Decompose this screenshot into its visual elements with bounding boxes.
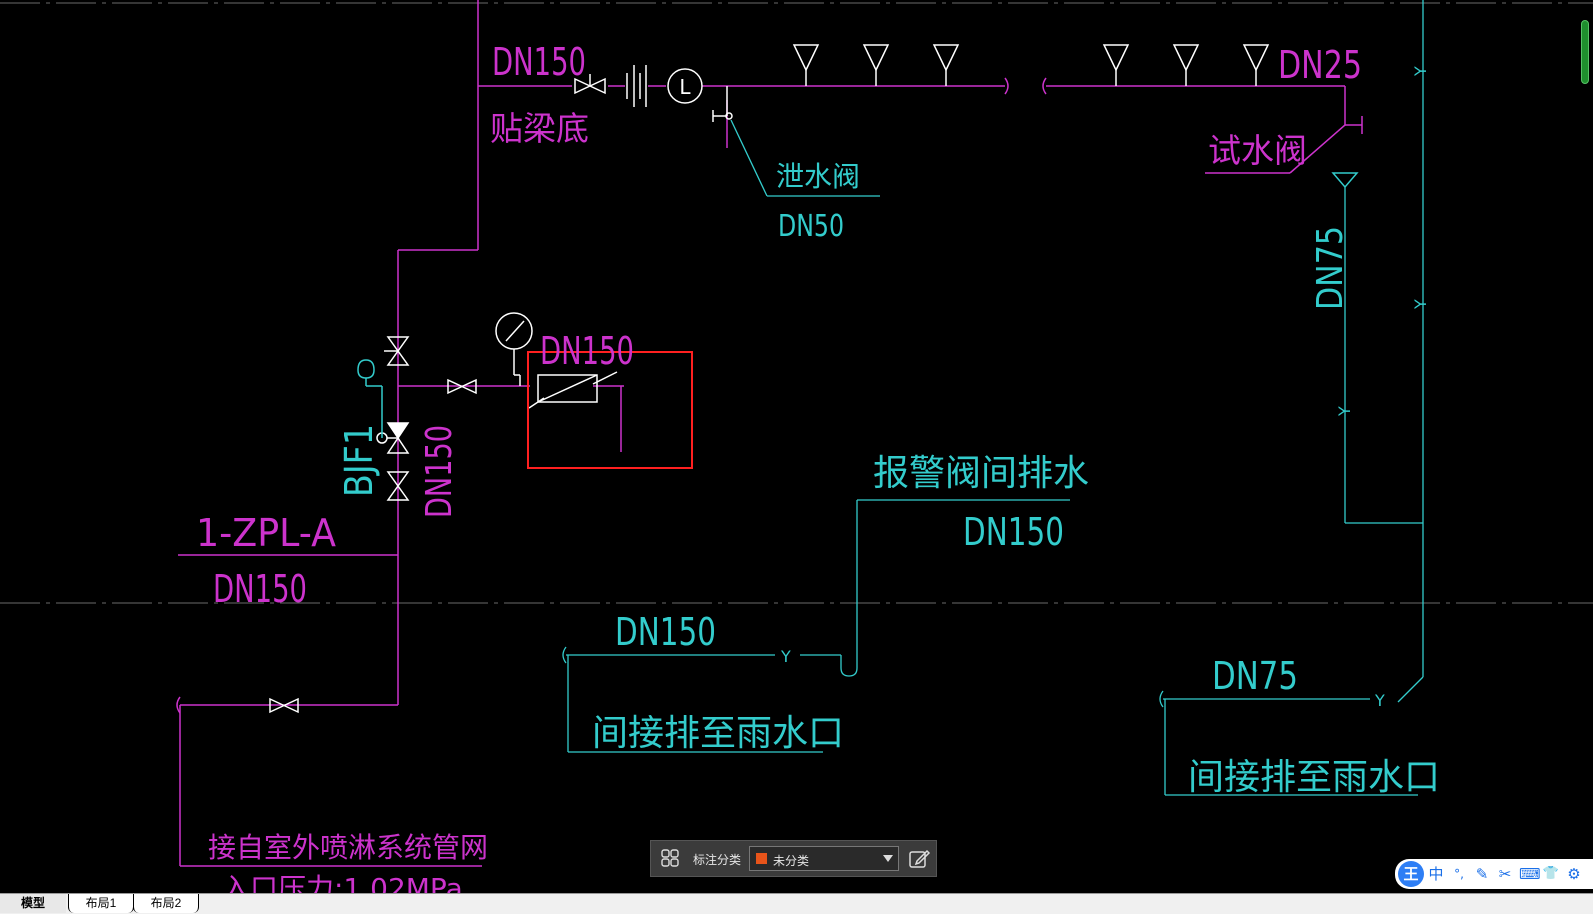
skin-icon[interactable]: 👕 xyxy=(1542,866,1560,881)
flow-meter-label: L xyxy=(679,75,691,99)
label-dn75-vertical: DN75 xyxy=(1310,226,1351,310)
flow-indicator-icon: L xyxy=(667,68,703,104)
category-selected-value: 未分类 xyxy=(773,854,810,868)
edit-icon[interactable] xyxy=(907,847,931,871)
svg-text:Y: Y xyxy=(1374,691,1385,710)
label-dn150-top: DN150 xyxy=(492,40,586,84)
label-indirect-drain-1: 间接排至雨水口 xyxy=(592,713,844,754)
cyan-labels: 泄水阀 DN50 DN75 BJF1 报警阀间排水 DN150 DN150 间接… xyxy=(337,160,1440,798)
grid-icon[interactable] xyxy=(661,849,679,867)
label-beam-bottom: 贴梁底 xyxy=(490,109,589,148)
ime-logo-icon[interactable]: 王 xyxy=(1398,861,1424,887)
chinese-mode-icon[interactable]: 中 xyxy=(1428,865,1444,883)
label-dn50: DN50 xyxy=(778,209,844,244)
label-dn25: DN25 xyxy=(1278,43,1362,87)
vertical-scrollbar-thumb[interactable] xyxy=(1581,20,1589,84)
label-dn150-alarm: DN150 xyxy=(963,510,1064,554)
sprinkler-head-icons xyxy=(792,44,1270,86)
category-color-swatch xyxy=(756,853,767,864)
svg-text:Y: Y xyxy=(1411,66,1430,77)
label-inlet-pressure: 入口压力:1.02MPa xyxy=(222,872,463,893)
label-drain-valve: 泄水阀 xyxy=(776,160,860,193)
valve-symbols-magenta xyxy=(269,65,647,714)
pressure-gauge-icon xyxy=(495,312,533,386)
label-1-zpl-a: 1-ZPL-A xyxy=(196,511,336,555)
strainer-icon xyxy=(528,371,618,409)
label-dn150-left: DN150 xyxy=(213,567,307,611)
alarm-valve-stack-icon xyxy=(376,336,410,501)
label-bjf1: BJF1 xyxy=(337,424,381,497)
tab-layout1[interactable]: 布局1 xyxy=(68,894,134,913)
grid-lines xyxy=(0,2,1593,604)
label-outdoor-source: 接自室外喷淋系统管网 xyxy=(208,831,488,864)
ime-toolbar: 王 中 °, ✎ ✂ ⌨ 👕 ⚙ xyxy=(1395,859,1593,889)
punctuation-icon[interactable]: °, xyxy=(1454,867,1464,881)
label-test-valve: 试水阀 xyxy=(1208,131,1307,170)
label-dn150-box: DN150 xyxy=(540,329,634,373)
chevron-down-icon xyxy=(883,855,893,862)
drain-valve-icon xyxy=(712,86,733,122)
tab-layout2[interactable]: 布局2 xyxy=(133,894,199,913)
svg-text:Y: Y xyxy=(780,647,791,666)
cad-drawing-canvas[interactable]: L xyxy=(0,0,1593,893)
tab-model[interactable]: 模型 xyxy=(0,894,66,913)
keyboard-icon[interactable]: ⌨ xyxy=(1519,865,1541,883)
drain-pipes xyxy=(562,0,1424,796)
label-dn150-vertical: DN150 xyxy=(419,425,460,518)
category-label: 标注分类 xyxy=(693,853,742,867)
label-alarm-drain: 报警阀间排水 xyxy=(873,453,1089,494)
test-valve-funnel-icon xyxy=(1331,172,1359,189)
svg-text:Y: Y xyxy=(1411,299,1430,310)
label-dn150-mid: DN150 xyxy=(615,610,716,654)
annotation-category-toolbar: 标注分类 未分类 xyxy=(650,840,937,877)
pressure-switch-icon xyxy=(357,359,383,438)
sprinkler-pipes xyxy=(176,0,1363,867)
category-select[interactable]: 未分类 xyxy=(749,846,899,871)
selection-highlight-box xyxy=(527,351,693,469)
scissors-icon[interactable]: ✂ xyxy=(1498,865,1512,883)
label-indirect-drain-2: 间接排至雨水口 xyxy=(1188,757,1440,798)
layout-tab-bar: 模型 布局1 布局2 xyxy=(0,893,1593,914)
pipe-y-tags: Y Y Y Y Y xyxy=(780,66,1430,710)
svg-text:Y: Y xyxy=(1335,406,1354,417)
label-dn75-right: DN75 xyxy=(1212,654,1298,698)
magenta-labels: DN150 贴梁底 DN25 试水阀 DN150 DN150 1-ZPL-A D… xyxy=(196,40,1362,893)
pen-icon[interactable]: ✎ xyxy=(1475,865,1489,883)
settings-icon[interactable]: ⚙ xyxy=(1567,865,1581,883)
